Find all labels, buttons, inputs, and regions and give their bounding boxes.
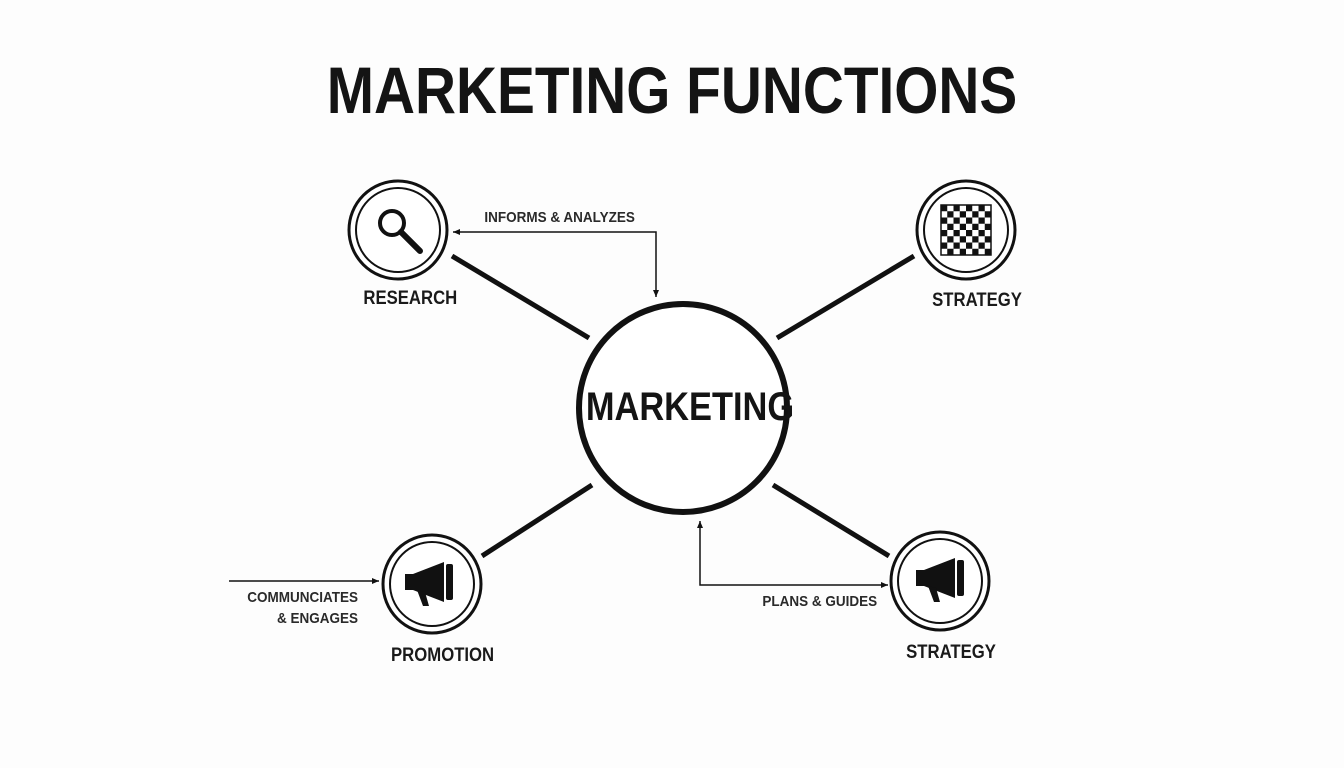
strategy-top-label: STRATEGY (932, 290, 1022, 311)
plans-arrow-to-strategy (699, 548, 888, 588)
strategy-top-node (915, 179, 1017, 281)
connector-promotion (480, 482, 594, 559)
connector-research (450, 253, 591, 341)
communicates-line-1: COMMUNCIATES (247, 589, 358, 606)
research-node (347, 179, 449, 281)
hub-label: MARKETING (585, 385, 795, 429)
connector-strategy-bottom (771, 482, 891, 559)
informs-annotation: INFORMS & ANALYZES (484, 209, 635, 226)
informs-arrow-to-hub (512, 231, 659, 297)
communicates-annotation: COMMUNCIATES & ENGAGES (232, 587, 358, 629)
promotion-node (381, 533, 483, 635)
page-title: MARKETING FUNCTIONS (326, 53, 1018, 127)
research-label: RESEARCH (363, 288, 458, 309)
connector-strategy-top (775, 253, 916, 341)
megaphone-icon (916, 558, 964, 602)
communicates-line-2: & ENGAGES (276, 610, 358, 627)
marketing-hub-circle (576, 301, 790, 515)
megaphone-icon (405, 562, 453, 606)
plans-annotation: PLANS & GUIDES (762, 593, 878, 610)
strategy-bottom-label: STRATEGY (906, 642, 996, 663)
checkerboard-icon (940, 204, 992, 256)
strategy-bottom-node (889, 530, 991, 632)
promotion-label: PROMOTION (391, 645, 495, 666)
magnifying-glass-icon (378, 209, 423, 254)
